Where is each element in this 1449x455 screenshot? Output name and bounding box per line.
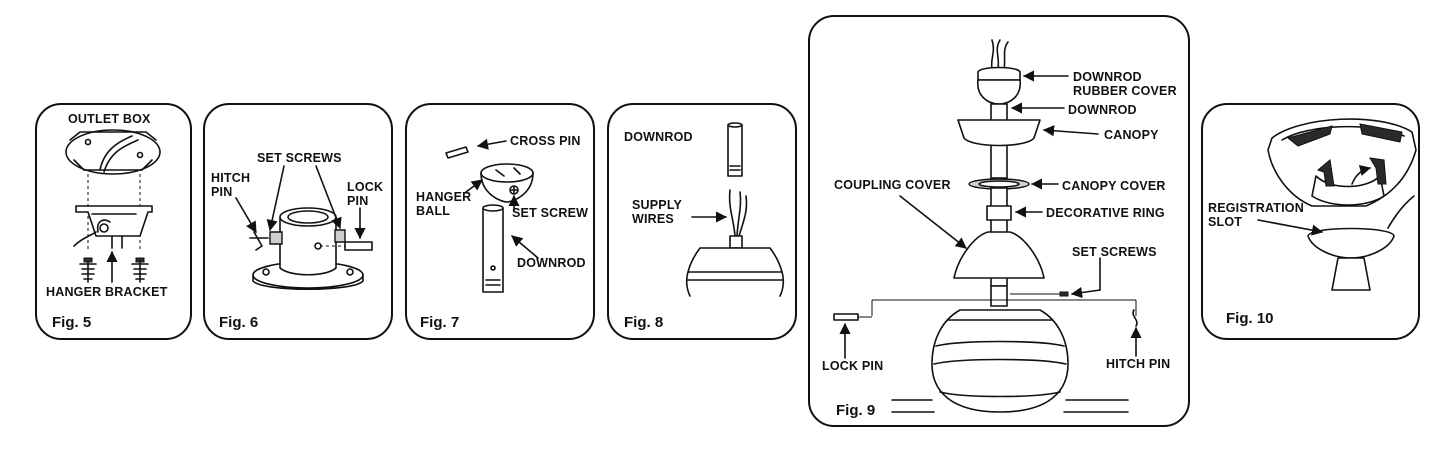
cross-pin-label: CROSS PIN (510, 134, 581, 148)
supply-wires-label-2: WIRES (632, 212, 674, 226)
decorative-ring-label: DECORATIVE RING (1046, 206, 1165, 220)
set-screws-label: SET SCREWS (257, 151, 342, 165)
lock-pin-icon (344, 241, 373, 251)
canopy-icon (957, 119, 1041, 147)
registration-ball-icon (1307, 227, 1395, 259)
fig7-caption: Fig. 7 (420, 314, 460, 331)
fig10-caption: Fig. 10 (1226, 310, 1274, 327)
set-screw-icon (269, 231, 283, 245)
hitch-pin-icon (249, 231, 269, 251)
set-screws-icon (1059, 291, 1069, 297)
downrod-label: DOWNROD (517, 256, 586, 270)
supply-wires-icon (728, 189, 736, 237)
downrod-rubber-cover-label-2: RUBBER COVER (1073, 84, 1177, 98)
rubber-cover-icon (977, 66, 1021, 81)
motor-housing-icon (931, 309, 1069, 413)
hanger-ball-label-1: HANGER (416, 190, 472, 204)
cross-pin-icon (445, 146, 469, 159)
outlet-box-icon (65, 129, 161, 175)
outlet-box-label: OUTLET BOX (68, 112, 151, 126)
fig8-panel (607, 103, 797, 340)
downrod-rubber-cover-label-1: DOWNROD (1073, 70, 1142, 84)
coupling-cover-icon (953, 231, 1045, 279)
lock-pin-label: LOCK PIN (822, 359, 884, 373)
hitch-pin-label: HITCH PIN (1106, 357, 1171, 371)
canopy-cover-label: CANOPY COVER (1062, 179, 1166, 193)
coupling-cover-label: COUPLING COVER (834, 178, 951, 192)
fig5-caption: Fig. 5 (52, 314, 92, 331)
fig8-caption: Fig. 8 (624, 314, 664, 331)
set-screw-label: SET SCREW (512, 206, 589, 220)
registration-slot-label-1: REGISTRATION (1208, 201, 1304, 215)
screw-right-icon (131, 257, 149, 283)
hitch-pin-label-1: HITCH (211, 171, 251, 185)
rotate-arrow-right-icon (1369, 157, 1387, 185)
set-screws-label: SET SCREWS (1072, 245, 1157, 259)
downrod-label: DOWNROD (624, 130, 693, 144)
canopy-label: CANOPY (1104, 128, 1159, 142)
downrod-label: DOWNROD (1068, 103, 1137, 117)
fig6-caption: Fig. 6 (219, 314, 259, 331)
hanger-ball-label-2: BALL (416, 204, 451, 218)
rotate-arrow-left-icon (1316, 159, 1335, 187)
hanger-bracket-label: HANGER BRACKET (46, 285, 168, 299)
hitch-pin-icon (1132, 309, 1138, 327)
lock-pin-label-2: PIN (347, 194, 369, 208)
lock-pin-label-1: LOCK (347, 180, 384, 194)
decorative-ring-icon (986, 205, 1012, 221)
lock-pin-icon (833, 313, 859, 321)
screw-left-icon (79, 257, 97, 283)
supply-wires-label-1: SUPPLY (632, 198, 683, 212)
hitch-pin-label-2: PIN (211, 185, 233, 199)
registration-slot-label-2: SLOT (1208, 215, 1243, 229)
fig9-caption: Fig. 9 (836, 402, 876, 419)
